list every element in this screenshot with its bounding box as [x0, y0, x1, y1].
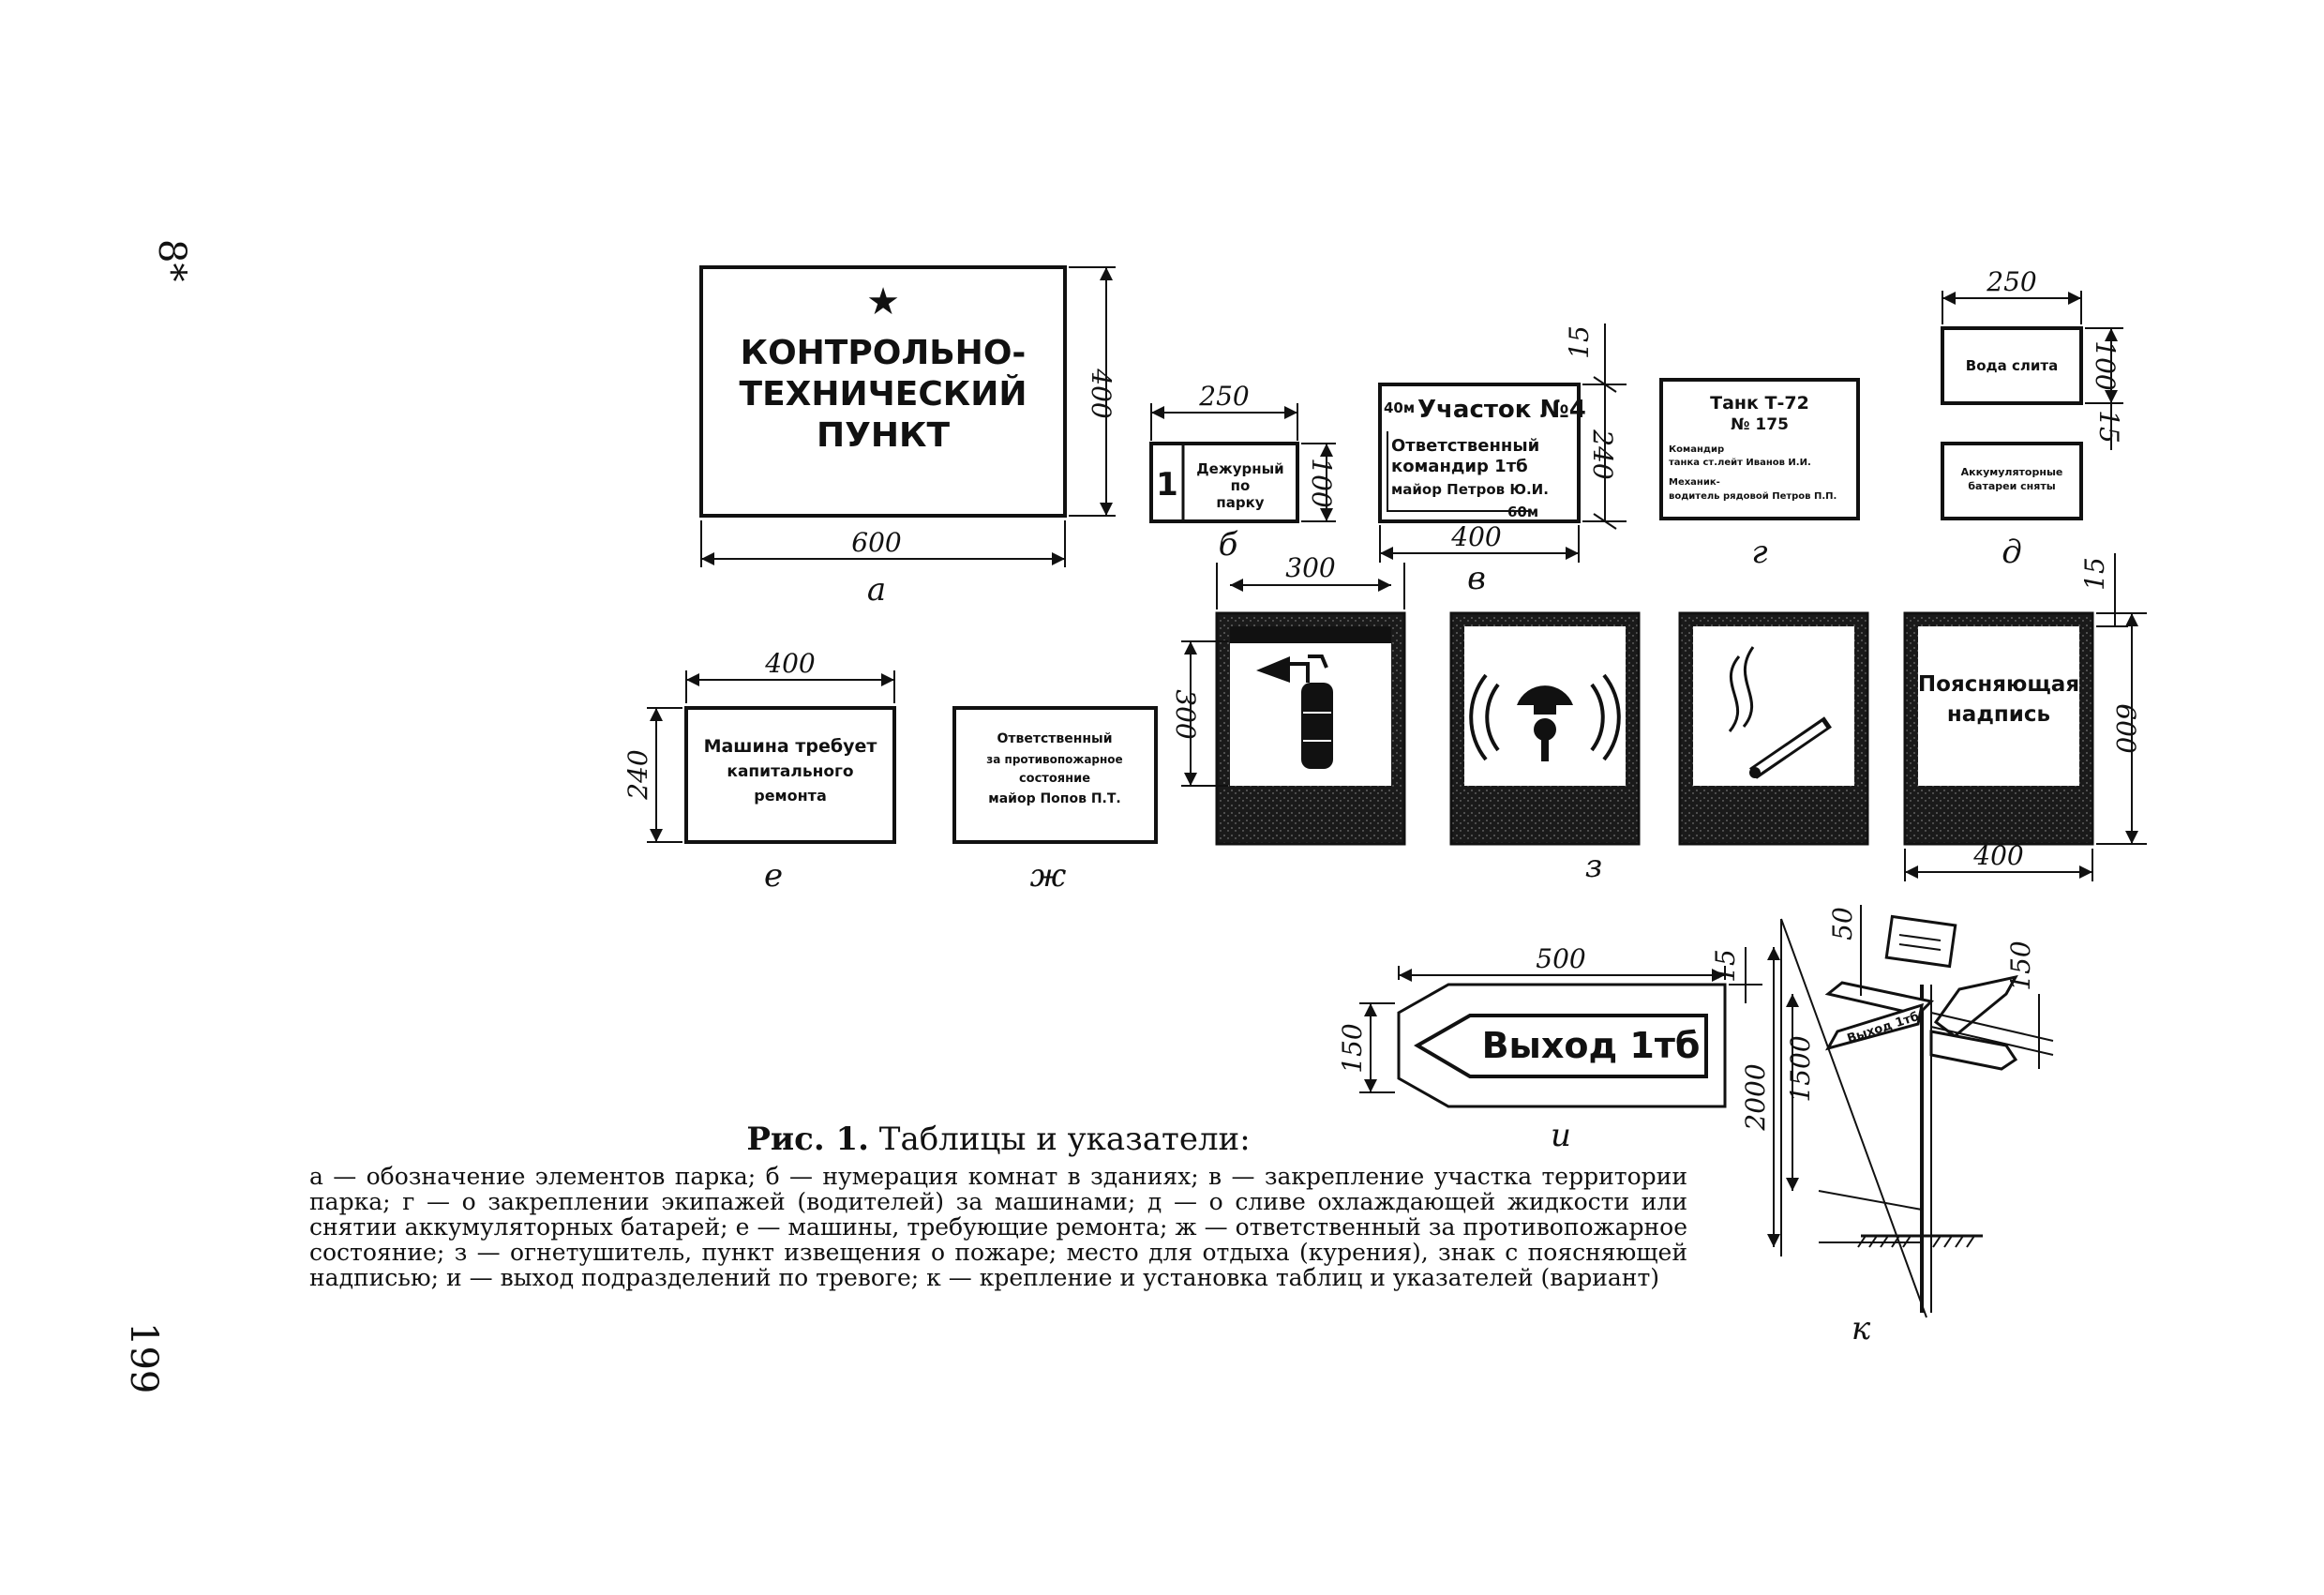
sign-a-line-2: ТЕХНИЧЕСКИЙ — [740, 374, 1027, 414]
sign-b-height-dim: 100 — [1306, 458, 1337, 507]
sign-v-line-3: майор Петров Ю.И. — [1391, 481, 1549, 498]
sign-e-line-3: ремонта — [754, 787, 827, 805]
sign-b-line-2: по — [1231, 477, 1251, 494]
sign-zh-label: ж — [1030, 857, 1067, 895]
sign-zh-line-2: за противопожарное — [986, 753, 1122, 766]
room-number: 1 — [1156, 466, 1178, 504]
page-number: 199 — [122, 1322, 165, 1393]
sign-g-line-1: Танк Т-72 — [1710, 393, 1809, 414]
sign-g-small-1: Командир — [1669, 444, 1724, 455]
sign-k-post: Выход 1тб 2000 1500 50 150 к — [1740, 905, 2054, 1347]
sign-z-label: з — [1585, 848, 1603, 885]
sign-e-line-2: капитального — [727, 762, 853, 781]
sign-d-gap-dim: 15 — [2093, 410, 2124, 444]
sign-z-margin-dim: 15 — [2079, 557, 2110, 591]
sign-z-group: 300 300 — [1170, 552, 2147, 885]
sign-b-width-dim: 250 — [1198, 381, 1249, 412]
sign-v-margin-dim: 15 — [1564, 325, 1595, 359]
sign-zh-line-3: состояние — [1019, 772, 1090, 786]
star-icon: ★ — [866, 280, 900, 324]
sign-z-inner-height-dim: 300 — [1170, 689, 1201, 739]
sign-z-height-dim: 600 — [2110, 703, 2141, 753]
sign-v-height-dim: 240 — [1587, 429, 1618, 479]
sign-z-fire-alarm — [1449, 611, 1641, 846]
fire-extinguisher-icon — [1256, 655, 1333, 769]
battery-line-2: батареи сняты — [1968, 480, 2055, 492]
sign-g-small-4: водитель рядовой Петров П.П. — [1669, 491, 1837, 502]
sign-v-line-2: командир 1тб — [1391, 457, 1528, 476]
sign-a-line-3: ПУНКТ — [817, 416, 950, 455]
smoking-place-icon — [1728, 646, 1832, 779]
sign-zh-line-1: Ответственный — [997, 731, 1112, 746]
sign-v: 40м Участок №4 Ответственный командир 1т… — [1378, 324, 1627, 597]
sign-g-line-2: № 175 — [1731, 415, 1789, 434]
sign-i-margin-dim: 15 — [1710, 949, 1741, 983]
sign-z-explanatory: Поясняющая надпись — [1903, 611, 2094, 846]
sign-d-label: д — [2002, 534, 2022, 571]
top-page-mark: 8* — [150, 239, 193, 281]
sign-e-height-dim: 240 — [622, 749, 653, 800]
sign-v-line-1: Ответственный — [1391, 436, 1539, 456]
post-dim-50: 50 — [1827, 907, 1858, 940]
sign-a-height-dim: 400 — [1086, 368, 1117, 418]
sign-i-height-dim: 150 — [1337, 1023, 1368, 1073]
caption-title-text: Таблицы и указатели: — [878, 1121, 1251, 1158]
sign-k-label: к — [1852, 1310, 1871, 1347]
sign-i-width-dim: 500 — [1536, 943, 1585, 974]
figure-caption: Рис. 1. Таблицы и указатели: а — обознач… — [309, 1121, 1687, 1290]
distance-bottom: 60м — [1507, 504, 1538, 520]
post-dim-2000: 2000 — [1740, 1063, 1771, 1131]
sign-d-height-dim: 100 — [2090, 340, 2121, 390]
sign-g-label: г — [1751, 534, 1767, 571]
sign-zh: Ответственный за противопожарное состоян… — [952, 706, 1158, 895]
sign-z-smoking — [1678, 611, 1869, 846]
sign-e-line-1: Машина требует — [704, 736, 877, 757]
sign-a-line-1: КОНТРОЛЬНО- — [741, 334, 1027, 372]
ground-hatch — [1857, 1235, 1975, 1248]
sign-b-label: б — [1219, 526, 1238, 564]
caption-body: а — обозначение элементов парка; б — нум… — [309, 1163, 1687, 1291]
sign-d-width-dim: 250 — [1986, 266, 2036, 297]
sign-a-width-dim: 600 — [851, 527, 901, 558]
battery-line-1: Аккумуляторные — [1961, 466, 2063, 478]
sign-i: Выход 1тб 500 150 15 и — [1337, 943, 1762, 1154]
sign-e-label: е — [764, 857, 783, 895]
explanatory-line-1: Поясняющая — [1918, 672, 2079, 697]
sign-e: Машина требует капитального ремонта 400 … — [622, 648, 896, 895]
sign-b-line-3: парку — [1216, 494, 1264, 511]
exit-text: Выход 1тб — [1482, 1025, 1701, 1066]
sign-z-width-dim: 400 — [1972, 840, 2023, 871]
distance-top: 40м — [1384, 399, 1415, 416]
water-drained-text: Вода слита — [1966, 357, 2058, 374]
sign-g-small-3: Механик- — [1669, 477, 1720, 488]
sign-v-width-dim: 400 — [1450, 521, 1501, 552]
sign-zh-person: майор Попов П.Т. — [988, 791, 1120, 806]
sign-b-line-1: Дежурный — [1196, 460, 1283, 477]
sign-b: 1 Дежурный по парку 250 100 б — [1149, 381, 1337, 564]
sign-g-small-2: танка ст.лейт Иванов И.И. — [1669, 458, 1811, 468]
sign-z-inner-width-dim: 300 — [1285, 552, 1335, 583]
sign-e-width-dim: 400 — [764, 648, 815, 679]
sign-v-label: в — [1467, 560, 1486, 597]
section-title: Участок №4 — [1417, 396, 1586, 424]
sign-g: Танк Т-72 № 175 Командир танка ст.лейт И… — [1659, 378, 1860, 571]
fire-alarm-icon — [1469, 673, 1621, 761]
caption-title: Рис. 1. Таблицы и указатели: — [309, 1121, 1687, 1158]
post-dim-1500: 1500 — [1785, 1035, 1816, 1102]
post-dim-150: 150 — [2005, 940, 2036, 990]
explanatory-line-2: надпись — [1947, 702, 2050, 727]
sign-d: Вода слита Аккумуляторные батареи сняты … — [1941, 266, 2124, 571]
sign-a: ★ КОНТРОЛЬНО- ТЕХНИЧЕСКИЙ ПУНКТ 600 400 … — [699, 265, 1117, 609]
sign-z-extinguisher — [1215, 611, 1406, 846]
caption-figure-number: Рис. 1. — [746, 1121, 869, 1158]
sign-a-label: а — [867, 571, 886, 609]
sign-i-label: и — [1551, 1117, 1571, 1154]
